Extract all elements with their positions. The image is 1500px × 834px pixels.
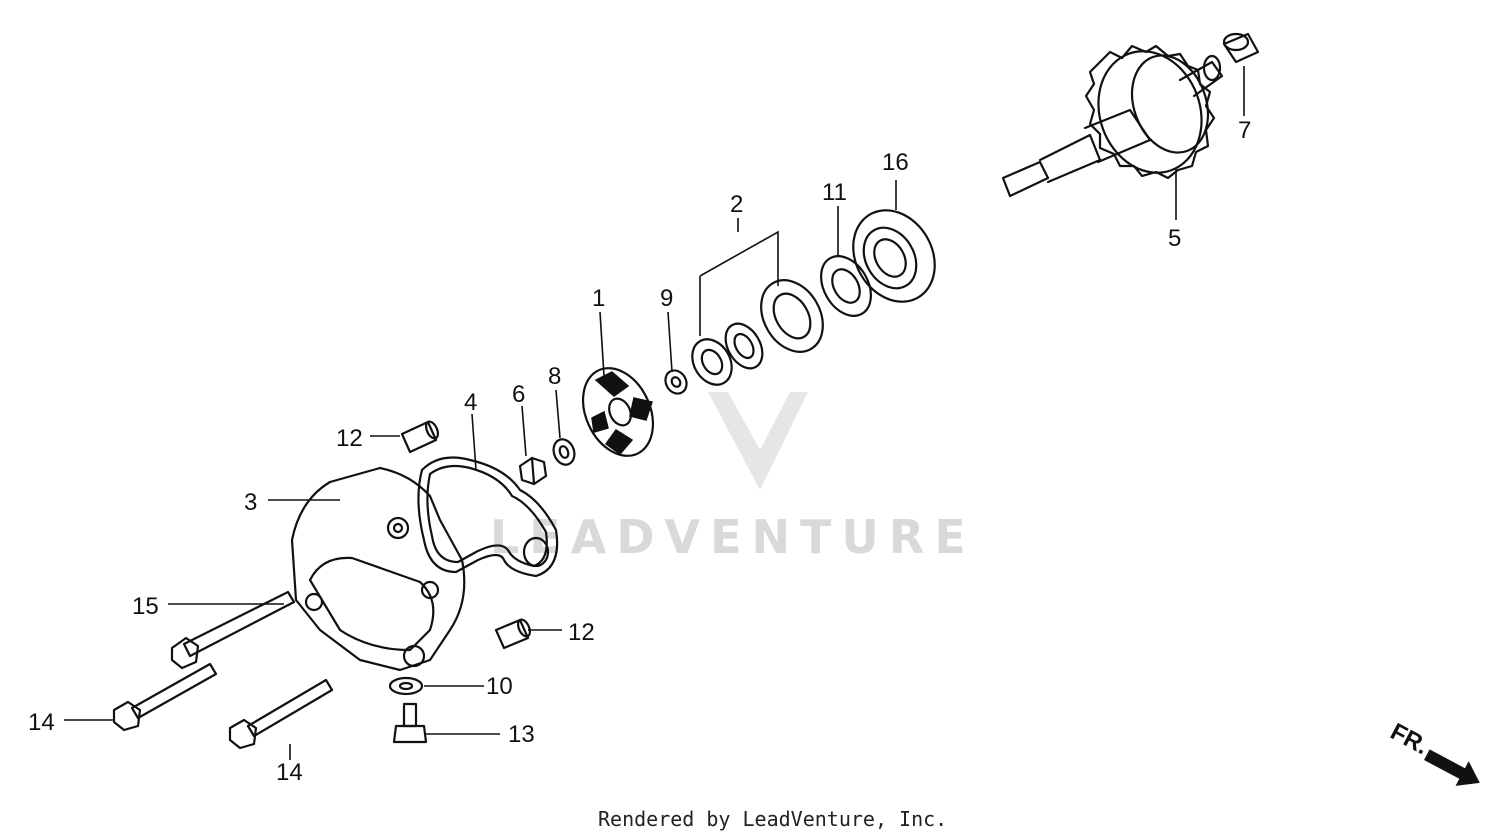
label-part-15: 15 — [132, 593, 159, 620]
part-16-bearing[interactable] — [837, 195, 951, 316]
label-part-6: 6 — [512, 381, 525, 408]
label-part-10: 10 — [486, 673, 513, 700]
front-direction-marker: FR. — [1386, 718, 1480, 786]
label-part-16: 16 — [882, 149, 909, 176]
part-10-sealing-washer[interactable] — [388, 676, 424, 696]
part-12-dowel-lower[interactable] — [494, 618, 532, 650]
label-part-5: 5 — [1168, 225, 1181, 252]
part-1-impeller[interactable] — [570, 357, 667, 467]
label-part-11: 11 — [822, 179, 847, 206]
label-part-14-bottom: 14 — [276, 759, 303, 786]
label-part-13: 13 — [508, 721, 535, 748]
footer-credit: Rendered by LeadVenture, Inc. — [598, 807, 947, 831]
watermark: LEADVENTURE — [490, 392, 976, 564]
part-labels: 1 2 3 4 5 6 7 8 9 10 11 12 12 13 14 14 1… — [28, 117, 1251, 786]
label-part-4: 4 — [464, 389, 477, 416]
part-5-shaft-gear[interactable] — [1001, 37, 1224, 198]
part-8-washer[interactable] — [550, 436, 578, 467]
label-part-3: 3 — [244, 489, 257, 516]
part-2-mechanical-seal[interactable] — [684, 269, 835, 392]
watermark-text: LEADVENTURE — [490, 510, 976, 564]
part-13-drain-bolt[interactable] — [392, 702, 428, 744]
front-direction-label: FR. — [1386, 718, 1433, 760]
part-15-flange-bolt[interactable] — [170, 590, 296, 670]
part-11-seal[interactable] — [811, 247, 881, 324]
label-part-12-upper: 12 — [336, 425, 363, 452]
part-7-bushing[interactable] — [1222, 32, 1260, 64]
label-part-9: 9 — [660, 285, 673, 312]
label-part-2: 2 — [730, 191, 743, 218]
part-4-gasket[interactable] — [417, 456, 559, 578]
part-3-pump-cover[interactable] — [290, 466, 466, 672]
label-part-12-lower: 12 — [568, 619, 595, 646]
part-12-dowel-upper[interactable] — [400, 420, 440, 454]
part-9-washer[interactable] — [661, 367, 690, 398]
part-14-bolt-left[interactable] — [112, 662, 218, 732]
part-14-bolt-bottom[interactable] — [228, 678, 334, 750]
label-part-7: 7 — [1238, 117, 1251, 144]
watermark-logo-icon — [708, 392, 808, 490]
label-part-1: 1 — [592, 285, 605, 312]
front-arrow-icon — [1423, 749, 1480, 786]
part-6-nut[interactable] — [518, 456, 548, 486]
label-part-14-left: 14 — [28, 709, 55, 736]
label-part-8: 8 — [548, 363, 561, 390]
leader-lines — [64, 66, 1245, 760]
